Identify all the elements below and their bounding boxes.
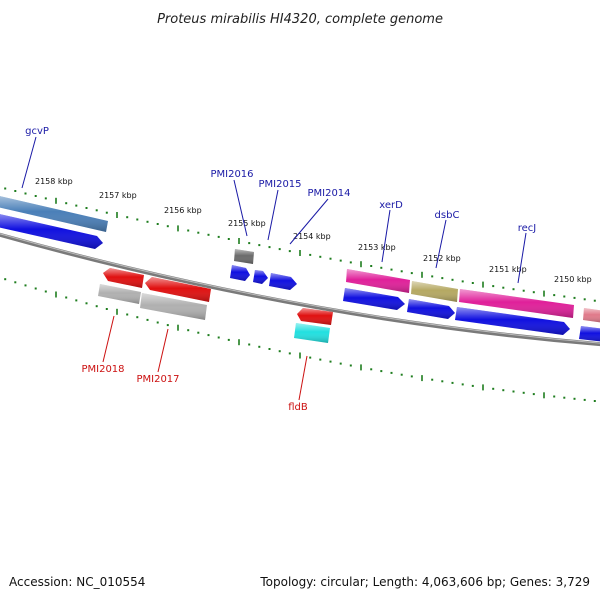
- kbp-label-2158: 2158 kbp: [35, 177, 73, 186]
- leader-gcvp: [21, 136, 37, 189]
- kbp-label-2156: 2156 kbp: [164, 206, 202, 215]
- kbp-label-2150: 2150 kbp: [554, 275, 592, 284]
- leader-pmi2015: [267, 189, 279, 241]
- gene-label-fldb: fldB: [288, 402, 308, 413]
- kbp-label-2155: 2155 kbp: [228, 219, 266, 228]
- kbp-labels: 2158 kbp 2157 kbp 2156 kbp 2155 kbp 2154…: [35, 177, 592, 284]
- inner-tick-row: [4, 278, 596, 402]
- gene-label-pmi2018: PMI2018: [81, 364, 124, 375]
- gene-label-dsbc: dsbC: [435, 210, 460, 221]
- gene-label-xerd: xerD: [379, 200, 403, 211]
- genome-backbone: [0, 232, 600, 347]
- forward-gene-labels: gcvP PMI2016 PMI2015 PMI2014 xerD dsbC r…: [25, 126, 536, 234]
- kbp-label-2153: 2153 kbp: [358, 243, 396, 252]
- gene-label-gcvp: gcvP: [25, 126, 49, 137]
- gene-label-recj: recJ: [518, 223, 537, 234]
- kbp-label-2152: 2152 kbp: [423, 254, 461, 263]
- forward-features: [0, 196, 600, 342]
- leader-pmi2016: [233, 179, 248, 237]
- label-leaders: [21, 136, 527, 401]
- accession-text: Accession: NC_010554: [9, 575, 145, 589]
- gene-label-pmi2016: PMI2016: [210, 169, 253, 180]
- leader-pmi2014: [289, 198, 329, 245]
- genome-summary-text: Topology: circular; Length: 4,063,606 bp…: [259, 575, 590, 589]
- leader-recj: [517, 232, 527, 284]
- genome-backbone-highlight: [0, 233, 600, 344]
- map-title: Proteus mirabilis HI4320, complete genom…: [157, 12, 443, 27]
- kbp-label-2151: 2151 kbp: [489, 265, 527, 274]
- gene-label-pmi2014: PMI2014: [307, 188, 350, 199]
- leader-pmi2017: [157, 328, 169, 373]
- leader-pmi2018: [102, 315, 115, 363]
- reverse-gene-labels: PMI2018 PMI2017 fldB: [81, 364, 307, 413]
- kbp-label-2154: 2154 kbp: [293, 232, 331, 241]
- outer-tick-row: [4, 187, 596, 302]
- gene-label-pmi2017: PMI2017: [136, 374, 179, 385]
- leader-xerd: [381, 209, 391, 263]
- reverse-features: [98, 268, 333, 343]
- leader-dsbc: [435, 219, 447, 269]
- kbp-label-2157: 2157 kbp: [99, 191, 137, 200]
- leader-fldb: [298, 355, 308, 401]
- gene-label-pmi2015: PMI2015: [258, 179, 301, 190]
